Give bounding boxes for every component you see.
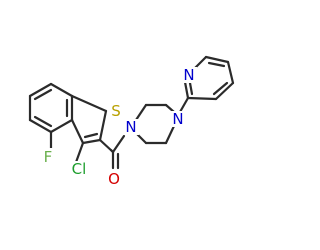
- atom-labels: S O F Cl N N N: [42, 66, 197, 188]
- bond: [33, 88, 53, 101]
- piperazine-nitrogen-left-label: N: [125, 118, 136, 136]
- bond: [98, 109, 108, 142]
- bond: [33, 115, 53, 128]
- bond: [212, 81, 229, 96]
- oxygen-atom-label: O: [108, 170, 120, 188]
- bond: [186, 96, 218, 101]
- bond: [81, 138, 102, 145]
- bond: [28, 118, 53, 134]
- bond: [193, 55, 208, 70]
- bond: [178, 96, 190, 114]
- sulfur-atom-label: S: [111, 102, 121, 120]
- bond: [111, 134, 126, 154]
- bond: [214, 81, 235, 101]
- bond: [207, 61, 226, 68]
- bond-lines: [28, 55, 235, 170]
- bond: [70, 118, 85, 145]
- bond: [49, 82, 74, 98]
- bond: [188, 81, 194, 96]
- bond: [183, 80, 190, 100]
- pyridine-nitrogen-label: N: [183, 66, 194, 84]
- molecule-structure-diagram: S O F Cl N N N: [28, 55, 235, 188]
- bond: [70, 94, 108, 113]
- bond: [164, 124, 176, 145]
- fluorine-atom-label: F: [44, 148, 53, 166]
- bond: [49, 118, 74, 134]
- chlorine-atom-label: Cl: [72, 160, 87, 178]
- bond: [83, 132, 99, 139]
- piperazine-nitrogen-right-label: N: [172, 110, 183, 128]
- bond: [204, 55, 230, 64]
- bond: [28, 82, 53, 98]
- bond: [226, 60, 235, 85]
- bond: [164, 103, 176, 114]
